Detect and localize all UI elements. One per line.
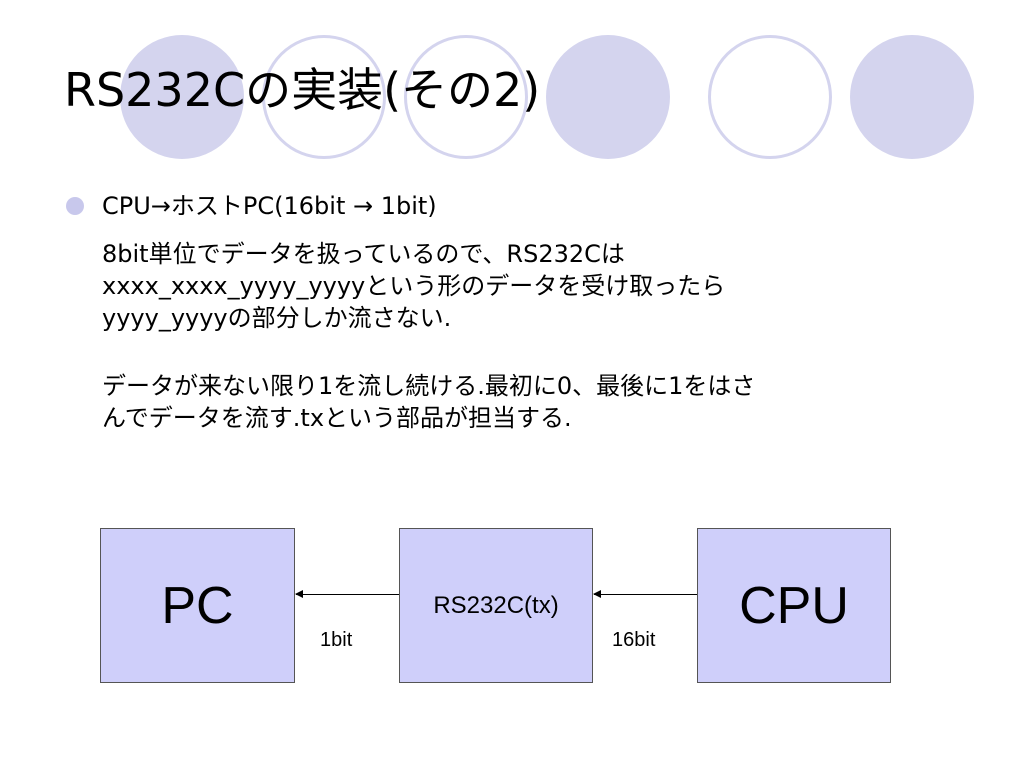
decor-circle-3 — [404, 35, 528, 159]
pc-label: PC — [161, 576, 234, 635]
slide-title: RS232Cの実装(その2) — [64, 63, 541, 117]
decor-circle-2 — [262, 35, 386, 159]
edge-label-16bit: 16bit — [612, 629, 656, 651]
rs232c-label: RS232C(tx) — [433, 591, 559, 619]
bullet-dot-icon — [66, 197, 84, 215]
paragraph-2-line-1: データが来ない限り1を流し続ける.最初に0、最後に1をはさ — [102, 372, 756, 400]
rs232c-box: RS232C(tx) — [399, 528, 593, 683]
paragraph-1: 8bit単位でデータを扱っているので、RS232Cは xxxx_xxxx_yyy… — [102, 238, 962, 334]
cpu-label: CPU — [739, 576, 849, 635]
paragraph-1-line-1: 8bit単位でデータを扱っているので、RS232Cは — [102, 240, 625, 268]
paragraph-2: データが来ない限り1を流し続ける.最初に0、最後に1をはさ んでデータを流す.t… — [102, 370, 962, 434]
paragraph-1-line-2: xxxx_xxxx_yyyy_yyyyという形のデータを受け取ったら — [102, 272, 726, 300]
arrow-rs232c-to-pc — [295, 590, 399, 598]
decor-circle-1 — [120, 35, 244, 159]
decor-circle-4 — [546, 35, 670, 159]
pc-box: PC — [100, 528, 295, 683]
paragraph-2-line-2: んでデータを流す.txという部品が担当する. — [102, 404, 572, 432]
edge-label-1bit: 1bit — [320, 629, 353, 651]
decor-circle-5 — [708, 35, 832, 159]
paragraph-1-line-3: yyyy_yyyyの部分しか流さない. — [102, 304, 452, 332]
cpu-box: CPU — [697, 528, 891, 683]
decor-circle-6 — [850, 35, 974, 159]
arrow-cpu-to-rs232c — [593, 590, 697, 598]
bullet-text: CPU→ホストPC(16bit → 1bit) — [102, 192, 437, 220]
